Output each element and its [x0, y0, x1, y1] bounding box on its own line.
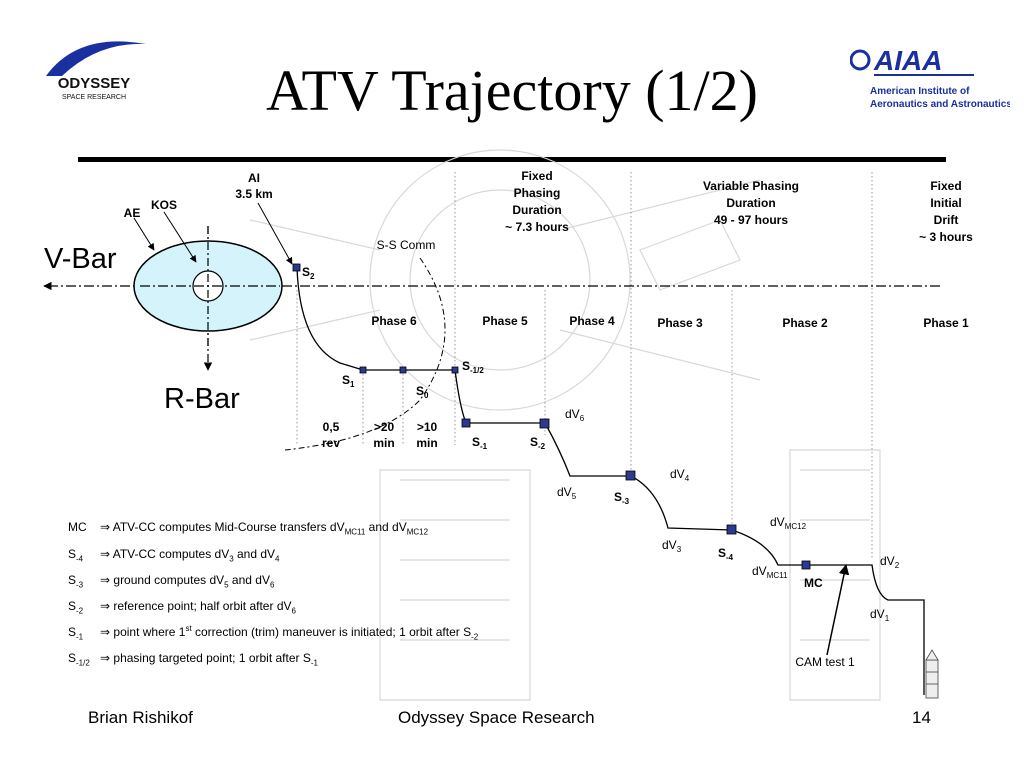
note-mc: MC⇒ ATV-CC computes Mid-Course transfers…: [68, 520, 429, 537]
timing-3-bottom: min: [416, 436, 437, 450]
waypoint-mc: [801, 560, 811, 570]
waypoint-s0: [399, 366, 407, 374]
label-dv1: dV1: [870, 607, 890, 623]
svg-text:Fixed: Fixed: [930, 179, 961, 193]
waypoints: [292, 263, 811, 570]
cam-pointer: [826, 563, 850, 656]
note-s2: S-2⇒ reference point; half orbit after d…: [68, 599, 296, 616]
timing-3-top: >10: [417, 420, 438, 434]
timing-2-bottom: min: [373, 436, 394, 450]
label-s-m4: S-4: [718, 546, 734, 562]
station-sketch-background: [249, 149, 881, 701]
waypoint-s-m1: [461, 418, 471, 428]
phase-5-label: Phase 5: [482, 314, 528, 328]
phase-separators: [296, 172, 873, 560]
label-s-m2: S-2: [530, 435, 546, 451]
odyssey-wordmark: ODYSSEY: [58, 75, 131, 92]
svg-text:49 - 97 hours: 49 - 97 hours: [714, 213, 788, 227]
cam-label: CAM test 1: [795, 655, 855, 669]
label-dv-mc12: dVMC12: [770, 515, 807, 531]
ae-pointer: [133, 217, 155, 251]
phase-2-label: Phase 2: [782, 316, 828, 330]
waypoint-s1: [359, 366, 367, 374]
label-dv2: dV2: [880, 554, 900, 570]
label-s-m3: S-3: [614, 490, 630, 506]
label-mc: MC: [804, 576, 823, 590]
kos-label: KOS: [151, 198, 177, 212]
phase-1-label: Phase 1: [923, 316, 969, 330]
aiaa-line2: Aeronautics and Astronautics: [870, 99, 1010, 110]
note-s4: S-4⇒ ATV-CC computes dV3 and dV4: [68, 547, 280, 564]
odyssey-logo: ODYSSEY SPACE RESEARCH: [46, 41, 146, 101]
aiaa-line1: American Institute of: [870, 86, 970, 97]
fixed-drift-duration: Fixed Initial Drift ~ 3 hours: [919, 179, 973, 244]
odyssey-sub: SPACE RESEARCH: [62, 94, 126, 101]
svg-text:~ 7.3 hours: ~ 7.3 hours: [505, 220, 569, 234]
phase-6-label: Phase 6: [371, 314, 417, 328]
target-icon: [925, 649, 939, 699]
footer-page-number: 14: [912, 708, 931, 727]
svg-text:Duration: Duration: [726, 196, 775, 210]
timing-1-bottom: rev: [322, 436, 340, 450]
svg-text:Duration: Duration: [512, 203, 561, 217]
note-s-half: S-1/2⇒ phasing targeted point; 1 orbit a…: [68, 651, 318, 668]
svg-text:Drift: Drift: [934, 213, 959, 227]
label-dv5: dV5: [557, 485, 577, 501]
slide-title: ATV Trajectory (1/2): [266, 58, 758, 123]
timing-2-top: >20: [374, 420, 395, 434]
ae-label: AE: [124, 206, 141, 220]
phase-3-label: Phase 3: [657, 316, 703, 330]
atv-trajectory: [296, 267, 925, 695]
aiaa-wordmark: AIAA: [873, 45, 942, 76]
label-dv3: dV3: [662, 538, 682, 554]
waypoint-s-m3: [625, 470, 636, 481]
label-dv-mc11: dVMC11: [752, 564, 788, 580]
footer-org: Odyssey Space Research: [398, 708, 595, 727]
label-s-m1: S-1: [472, 435, 488, 451]
waypoint-s-m2: [539, 418, 550, 429]
svg-text:Fixed: Fixed: [521, 169, 552, 183]
kos-pointer: [163, 211, 197, 263]
aiaa-logo: AIAA American Institute of Aeronautics a…: [850, 45, 1010, 110]
fixed-phasing-duration: Fixed Phasing Duration ~ 7.3 hours: [505, 169, 569, 234]
label-dv4: dV4: [670, 467, 690, 483]
rbar-label: R-Bar: [164, 383, 240, 415]
label-dv6: dV6: [565, 407, 585, 423]
label-s0: S0: [416, 384, 429, 400]
waypoint-s-half: [451, 366, 459, 374]
ai-label: AI: [248, 171, 260, 185]
waypoint-s2: [292, 263, 301, 272]
variable-phasing-duration: Variable Phasing Duration 49 - 97 hours: [703, 179, 799, 227]
phase-4-label: Phase 4: [569, 314, 615, 328]
vbar-label: V-Bar: [44, 243, 117, 275]
footer-author: Brian Rishikof: [88, 708, 193, 727]
ai-pointer: [257, 202, 293, 265]
label-s1: S1: [342, 373, 355, 389]
ai-distance: 3.5 km: [235, 187, 272, 201]
timing-1-top: 0,5: [323, 420, 340, 434]
label-s-half: S-1/2: [462, 359, 484, 375]
waypoint-s-m4: [726, 524, 737, 535]
ss-comm-label: S-S Comm: [377, 238, 436, 252]
svg-text:Variable Phasing: Variable Phasing: [703, 179, 799, 193]
label-s2: S2: [302, 265, 315, 281]
svg-text:Phasing: Phasing: [514, 186, 561, 200]
note-s3: S-3⇒ ground computes dV5 and dV6: [68, 573, 275, 590]
note-s1: S-1⇒ point where 1st correction (trim) m…: [68, 624, 479, 642]
svg-text:~ 3 hours: ~ 3 hours: [919, 230, 973, 244]
title-rule: [78, 157, 946, 162]
svg-text:Initial: Initial: [930, 196, 961, 210]
